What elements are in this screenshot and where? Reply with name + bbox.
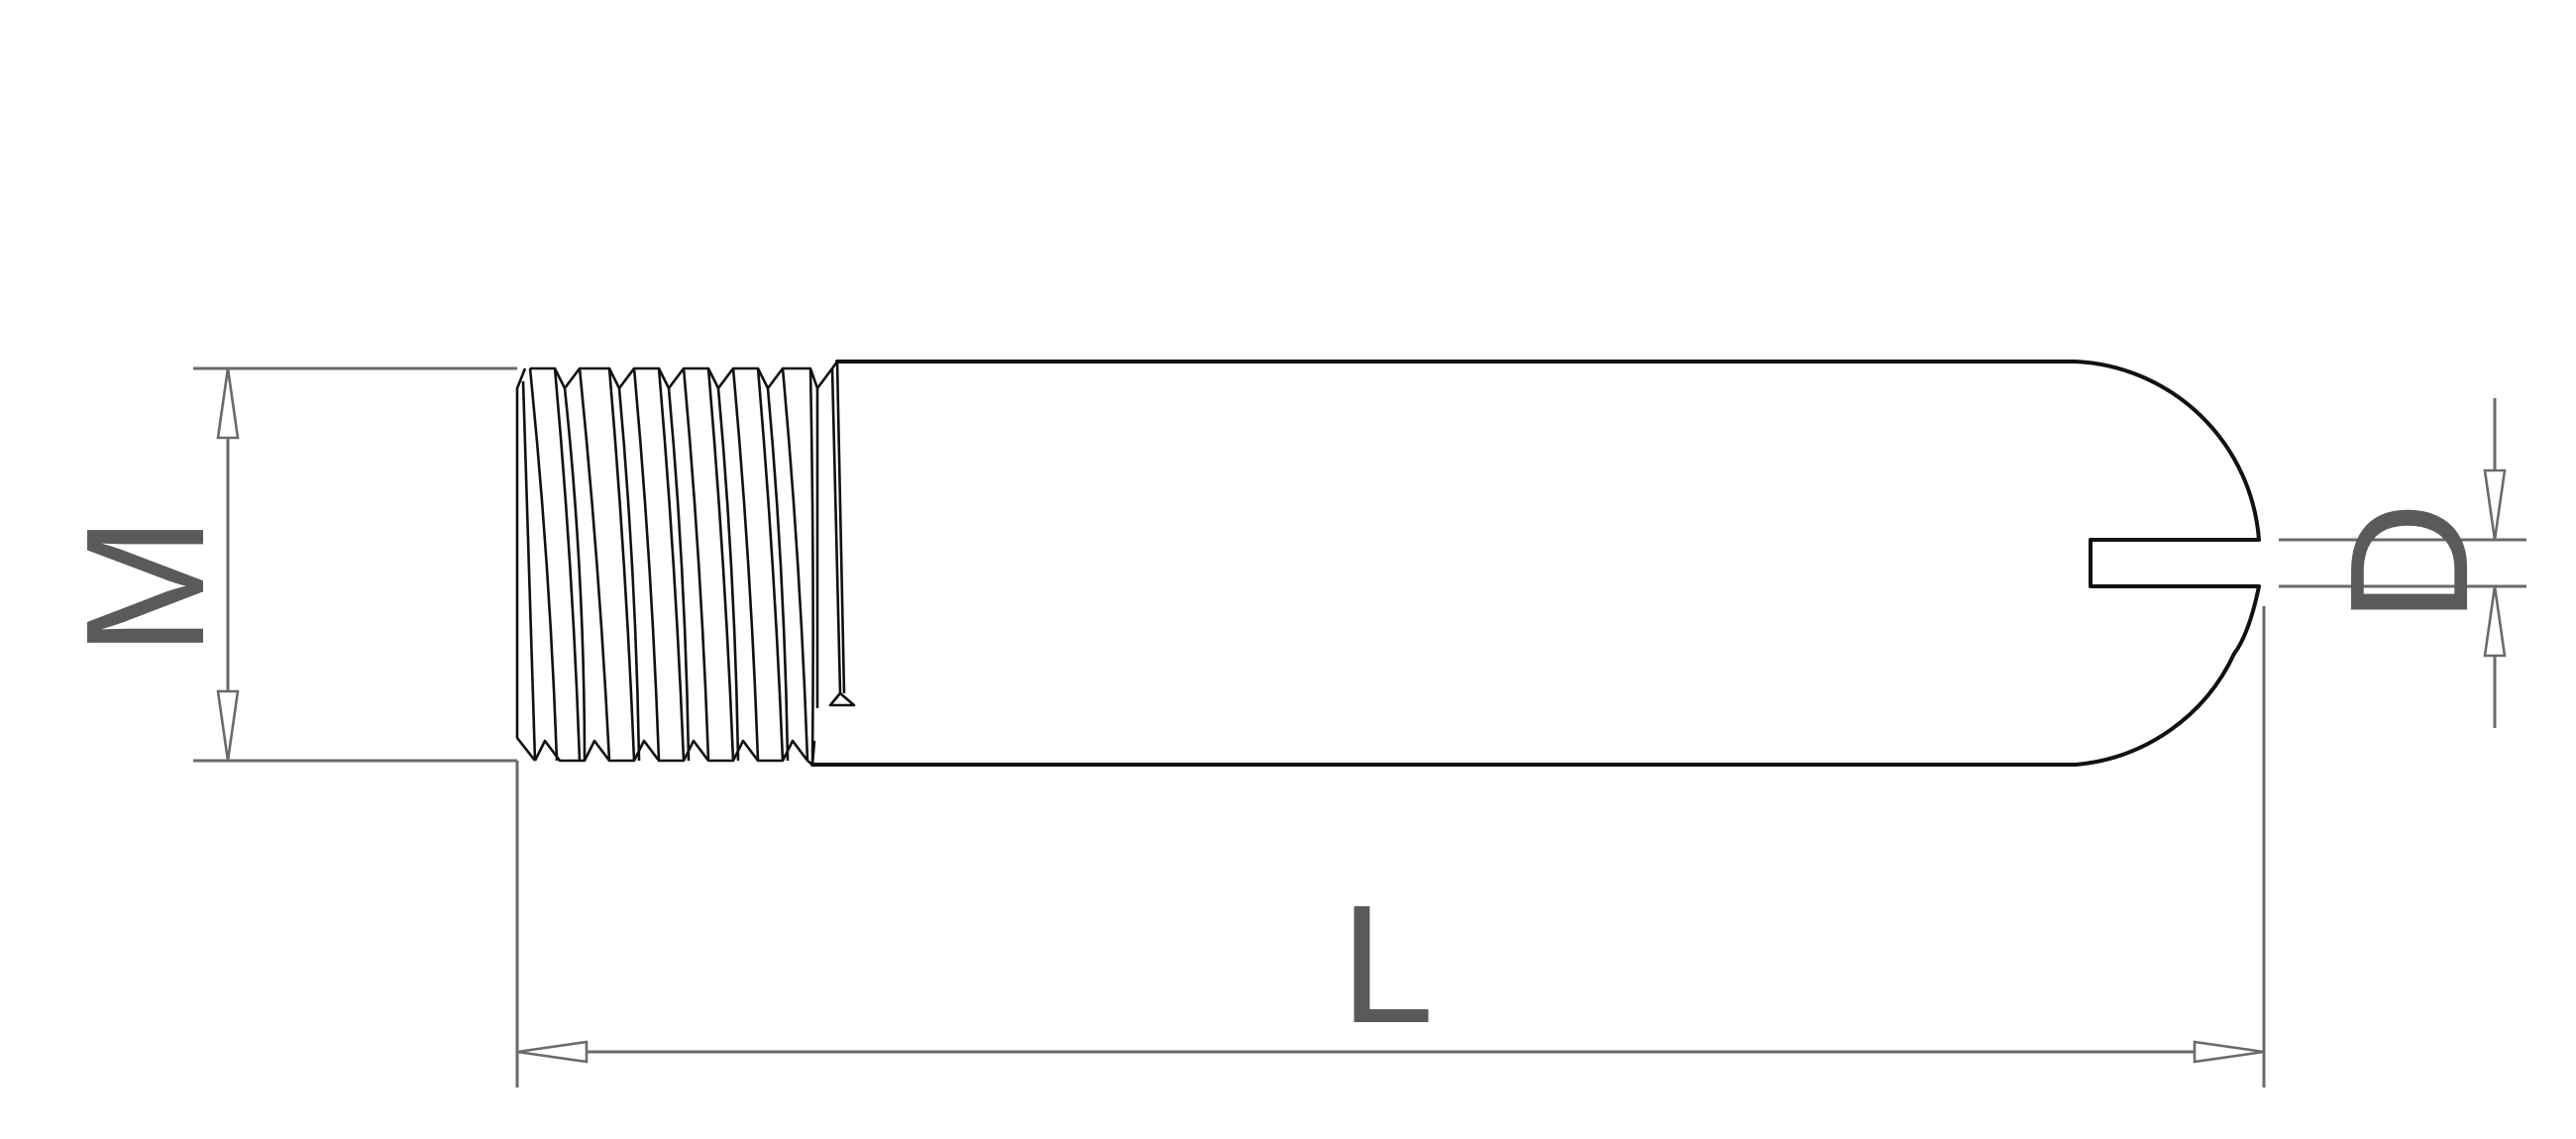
thread-crests-top	[530, 361, 839, 390]
thread-end-profile	[515, 367, 537, 762]
dimension-d: D	[2279, 398, 2526, 728]
dimension-l: L	[515, 606, 2266, 1087]
label-d: D	[2315, 502, 2504, 624]
arrow-d-bottom	[2483, 585, 2507, 658]
threaded-section	[515, 361, 856, 767]
thread-flanks	[521, 361, 856, 766]
shank-outline	[810, 360, 2261, 767]
arrow-l-left	[516, 1040, 589, 1064]
label-l: L	[1341, 871, 1435, 1059]
arrow-m-bottom	[216, 689, 240, 762]
dimension-m: M	[52, 366, 517, 763]
arrow-d-top	[2483, 468, 2507, 541]
thread-crests-bottom	[533, 739, 816, 767]
arrow-l-right	[2193, 1040, 2265, 1064]
label-m: M	[52, 516, 240, 657]
arrow-m-top	[216, 367, 240, 440]
